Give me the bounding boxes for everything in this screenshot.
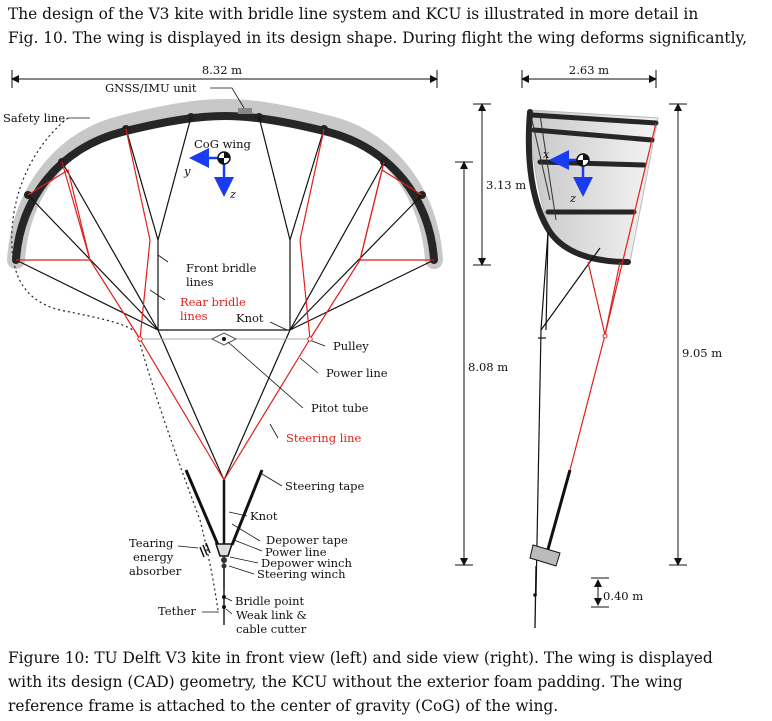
label-tearing-2: energy bbox=[133, 550, 174, 564]
label-steering-winch: Steering winch bbox=[257, 567, 346, 581]
label-gnss: GNSS/IMU unit bbox=[105, 81, 197, 95]
span-label: 8.32 m bbox=[202, 63, 242, 77]
label-safety-line: Safety line bbox=[3, 111, 65, 125]
caption-line-1: Figure 10: TU Delft V3 kite in front vie… bbox=[8, 649, 713, 667]
tearing-absorber bbox=[199, 542, 211, 558]
label-dim-905: 9.05 m bbox=[682, 346, 722, 360]
label-tether: Tether bbox=[158, 604, 196, 618]
label-rear-bridle-1: Rear bridle bbox=[180, 295, 246, 309]
label-bridle-point: Bridle point bbox=[235, 594, 304, 608]
dim-040 bbox=[591, 577, 609, 608]
cog-axes bbox=[189, 148, 234, 197]
chord-label: 2.63 m bbox=[569, 63, 609, 77]
caption-line-3: reference frame is attached to the cente… bbox=[8, 697, 559, 715]
leader-lines bbox=[68, 87, 326, 615]
side-pulley bbox=[602, 333, 608, 339]
label-weak-link-2: cable cutter bbox=[236, 622, 307, 636]
label-steering-line: Steering line bbox=[286, 431, 361, 445]
label-dim-313: 3.13 m bbox=[486, 178, 526, 192]
kite-figure: 8.32 m bbox=[3, 63, 722, 636]
label-cog-wing: CoG wing bbox=[194, 137, 251, 151]
dim-808 bbox=[455, 161, 473, 566]
front-view: 8.32 m bbox=[3, 63, 443, 636]
side-kcu bbox=[529, 544, 561, 629]
label-front-bridle-1: Front bridle bbox=[186, 261, 257, 275]
label-tearing-3: absorber bbox=[129, 564, 182, 578]
label-pitot-tube: Pitot tube bbox=[311, 401, 369, 415]
label-dim-040: 0.40 m bbox=[603, 589, 643, 603]
paragraph-line-2: Fig. 10. The wing is displayed in its de… bbox=[8, 29, 748, 47]
kcu-lines bbox=[184, 469, 264, 546]
safety-line bbox=[11, 117, 219, 611]
label-weak-link-1: Weak link & bbox=[236, 608, 307, 622]
pulley-right bbox=[307, 336, 313, 342]
pulley-left bbox=[137, 336, 143, 342]
label-steering-tape: Steering tape bbox=[285, 479, 365, 493]
span-dimension: 8.32 m bbox=[11, 63, 438, 88]
label-rear-bridle-2: lines bbox=[180, 309, 208, 323]
body-paragraph: The design of the V3 kite with bridle li… bbox=[8, 2, 764, 50]
side-view: 2.63 m bbox=[455, 63, 722, 629]
label-power-line: Power line bbox=[326, 366, 388, 380]
label-tearing-1: Tearing bbox=[129, 536, 174, 550]
label-side-axis-z: z bbox=[569, 191, 577, 205]
dim-905 bbox=[669, 103, 687, 566]
gnss-unit bbox=[238, 108, 252, 114]
label-axis-y: y bbox=[183, 164, 191, 178]
label-power-line-kcu: Power line bbox=[265, 545, 327, 559]
label-depower-winch: Depower winch bbox=[261, 556, 352, 570]
figure-caption: Figure 10: TU Delft V3 kite in front vie… bbox=[8, 646, 764, 718]
label-knot-top: Knot bbox=[236, 311, 264, 325]
kcu bbox=[214, 543, 234, 625]
paragraph-line-1: The design of the V3 kite with bridle li… bbox=[8, 5, 699, 23]
label-knot-bottom: Knot bbox=[250, 509, 278, 523]
dim-313 bbox=[473, 103, 491, 266]
label-front-bridle-2: lines bbox=[186, 275, 214, 289]
chord-dimension: 2.63 m bbox=[521, 63, 657, 88]
label-axis-x: x bbox=[543, 147, 550, 161]
caption-line-2: with its design (CAD) geometry, the KCU … bbox=[8, 673, 683, 691]
label-depower-tape: Depower tape bbox=[266, 533, 348, 547]
pitot-tube bbox=[210, 332, 238, 346]
side-cog-axes: x z bbox=[543, 147, 593, 205]
label-dim-808: 8.08 m bbox=[468, 360, 508, 374]
label-axis-z: z bbox=[229, 187, 237, 201]
label-pulley: Pulley bbox=[333, 339, 369, 353]
rear-bridle-lines bbox=[16, 128, 434, 481]
